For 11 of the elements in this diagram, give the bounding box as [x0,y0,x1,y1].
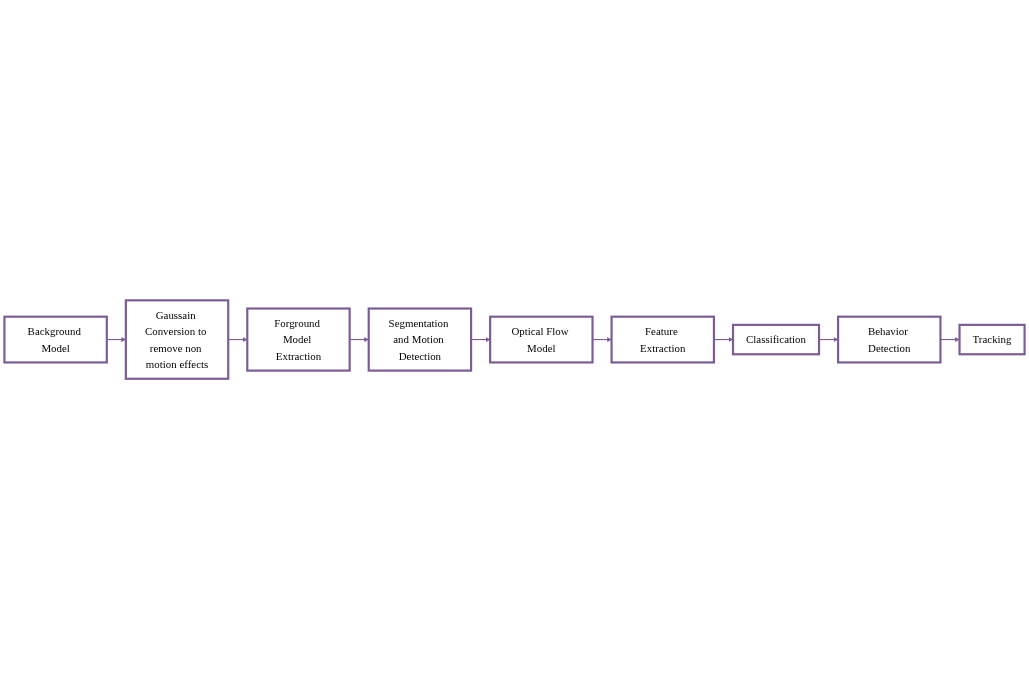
node-box: Tracking [958,323,1026,356]
node-box: Behavior Detection [837,315,942,364]
node-box: Segmentation and Motion Detection [367,307,473,372]
node-box: Feature Extraction [610,315,716,364]
node-box: Background Model [3,315,108,364]
node-box: Optical Flow Model [489,315,594,364]
arrow [713,337,734,342]
node-box: Gaussain Conversion to remove non motion effects [124,299,230,380]
node-box: Forground Model Extraction [246,307,351,372]
node-box: Classification [731,323,821,356]
arrow [349,337,369,342]
